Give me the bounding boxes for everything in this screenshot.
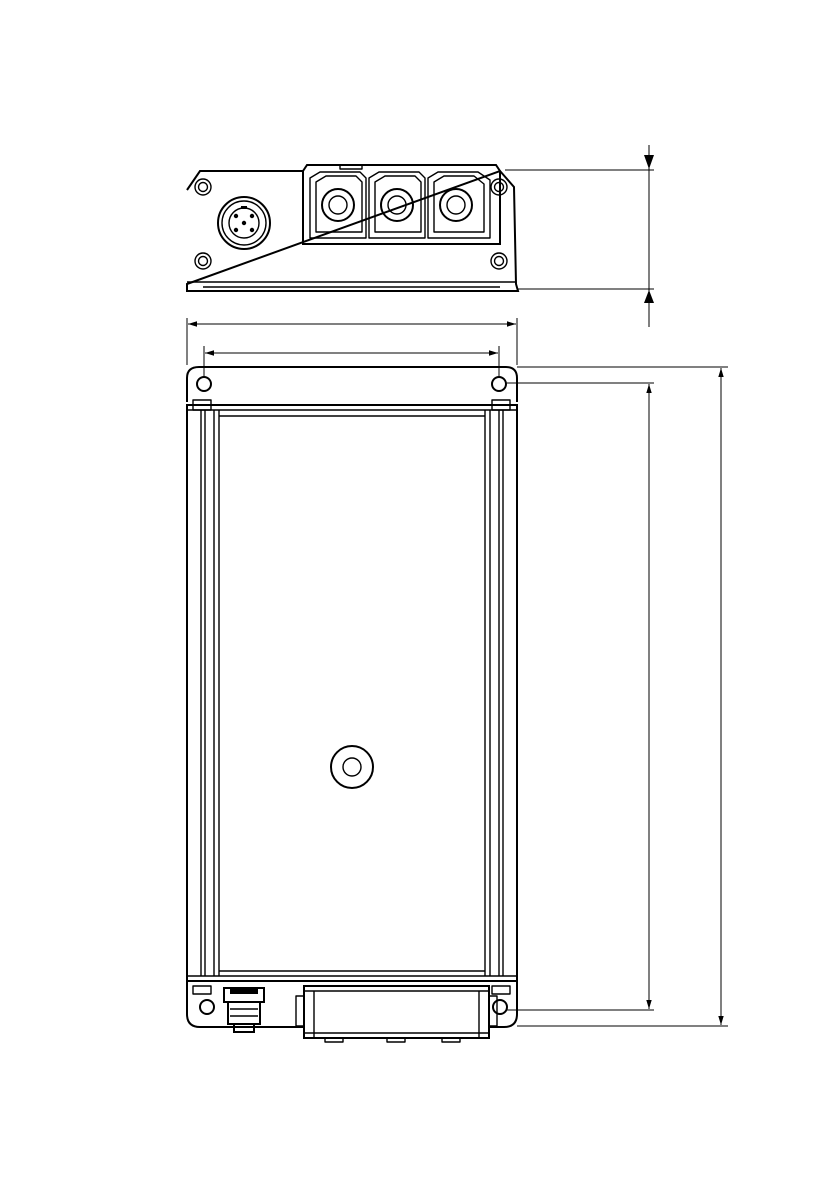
cable-gland-icon — [369, 172, 425, 238]
mounting-hole — [492, 377, 506, 391]
center-boss-icon — [331, 746, 373, 788]
end-view — [187, 165, 518, 291]
screw-icon — [195, 179, 211, 195]
mounting-hole — [493, 1000, 507, 1014]
top-view — [187, 367, 517, 1042]
mounting-hole — [200, 1000, 214, 1014]
round-connector-icon — [218, 197, 270, 249]
power-connector-block — [303, 165, 500, 244]
round-connector-side-icon — [224, 988, 264, 1032]
mounting-hole — [197, 377, 211, 391]
top-mounting-flange — [187, 367, 517, 402]
dimension-lines — [187, 145, 728, 1026]
cable-gland-icon — [310, 172, 366, 238]
screw-icon — [491, 253, 507, 269]
power-connector-block-bottom — [296, 986, 497, 1042]
housing-body — [187, 405, 517, 981]
screw-icon — [195, 253, 211, 269]
cable-gland-icon — [428, 172, 490, 238]
